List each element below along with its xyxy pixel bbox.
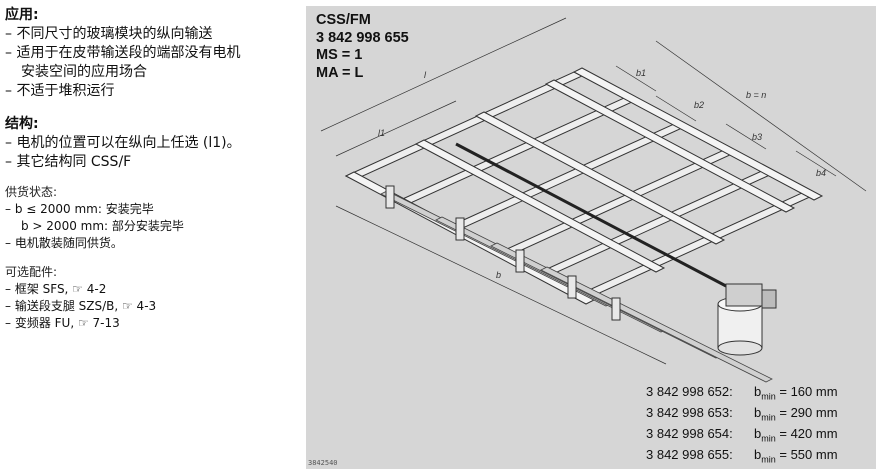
part-bmin-value: = 550 mm — [775, 447, 838, 463]
model-name: CSS/FM — [316, 12, 371, 28]
dim-label-b3: b3 — [752, 132, 762, 142]
part-row: 3 842 998 652:bmin = 160 mm — [646, 384, 838, 402]
delivery-item: – 电机散装随同供货。 — [5, 236, 123, 250]
part-row: 3 842 998 654:bmin = 420 mm — [646, 426, 838, 444]
model-part-number: 3 842 998 655 — [316, 29, 409, 46]
dim-label-b4: b4 — [816, 168, 826, 178]
application-item: – 适用于在皮带输送段的端部没有电机 — [5, 45, 241, 61]
dim-label-b: b — [496, 270, 501, 280]
options-item: – 输送段支腿 SZS/B, ☞ 4-3 — [5, 299, 157, 313]
delivery-item: b > 2000 mm: 部分安装完毕 — [21, 219, 184, 233]
frame-rails — [344, 71, 814, 301]
model-ma: MA = L — [316, 64, 364, 81]
conveyor-drawing: l l1 b1 b2 b3 b4 b = n b — [320, 17, 867, 383]
description-column: 应用: – 不同尺寸的玻璃模块的纵向输送 – 适用于在皮带输送段的端部没有电机 … — [5, 6, 295, 332]
part-bmin-value: = 160 mm — [775, 384, 838, 399]
application-item: – 不适于堆积运行 — [5, 83, 115, 99]
model-block: CSS/FM 3 842 998 655 MS = 1 MA = L — [316, 12, 409, 82]
dim-label-b1: b1 — [636, 68, 646, 78]
part-bmin-value: = 290 mm — [775, 405, 838, 421]
cross-members — [344, 67, 824, 305]
part-row: 3 842 998 655:bmin = 550 mm — [646, 447, 838, 465]
application-title: 应用: — [5, 7, 39, 23]
motor-icon — [717, 283, 777, 356]
delivery-item: – b ≤ 2000 mm: 安装完毕 — [5, 202, 154, 216]
dim-label-l: l — [424, 70, 427, 80]
model-ms: MS = 1 — [316, 47, 363, 63]
drawing-id: 3842540 — [308, 459, 338, 467]
part-row: 3 842 998 653:bmin = 290 mm — [646, 405, 838, 423]
dim-label-bn: b = n — [746, 90, 766, 100]
part-number: 3 842 998 654: — [646, 426, 733, 442]
figure-panel: l l1 b1 b2 b3 b4 b = n b CSS/FM 3 842 99… — [306, 6, 876, 469]
options-title: 可选配件: — [5, 265, 58, 279]
options-item: – 框架 SFS, ☞ 4-2 — [5, 282, 107, 296]
structure-title: 结构: — [5, 116, 39, 132]
support-legs — [385, 185, 621, 321]
delivery-title: 供货状态: — [5, 185, 58, 199]
part-number: 3 842 998 653: — [646, 405, 733, 421]
dim-label-b2: b2 — [694, 100, 704, 110]
drive-shaft — [455, 142, 727, 288]
part-bmin-value: = 420 mm — [775, 426, 838, 442]
part-number: 3 842 998 655: — [646, 447, 733, 463]
structure-item: – 其它结构同 CSS/F — [5, 154, 132, 170]
application-item: 安装空间的应用场合 — [21, 64, 147, 80]
dim-label-l1: l1 — [378, 128, 385, 138]
part-number: 3 842 998 652: — [646, 384, 733, 399]
belt-strips — [380, 190, 773, 383]
dimension-lines — [320, 17, 867, 365]
part-number-list: 3 842 998 652:bmin = 160 mm 3 842 998 65… — [646, 384, 838, 468]
structure-item: – 电机的位置可以在纵向上任选 (l1)。 — [5, 135, 241, 151]
options-item: – 变频器 FU, ☞ 7-13 — [5, 316, 120, 330]
application-item: – 不同尺寸的玻璃模块的纵向输送 — [5, 26, 213, 42]
